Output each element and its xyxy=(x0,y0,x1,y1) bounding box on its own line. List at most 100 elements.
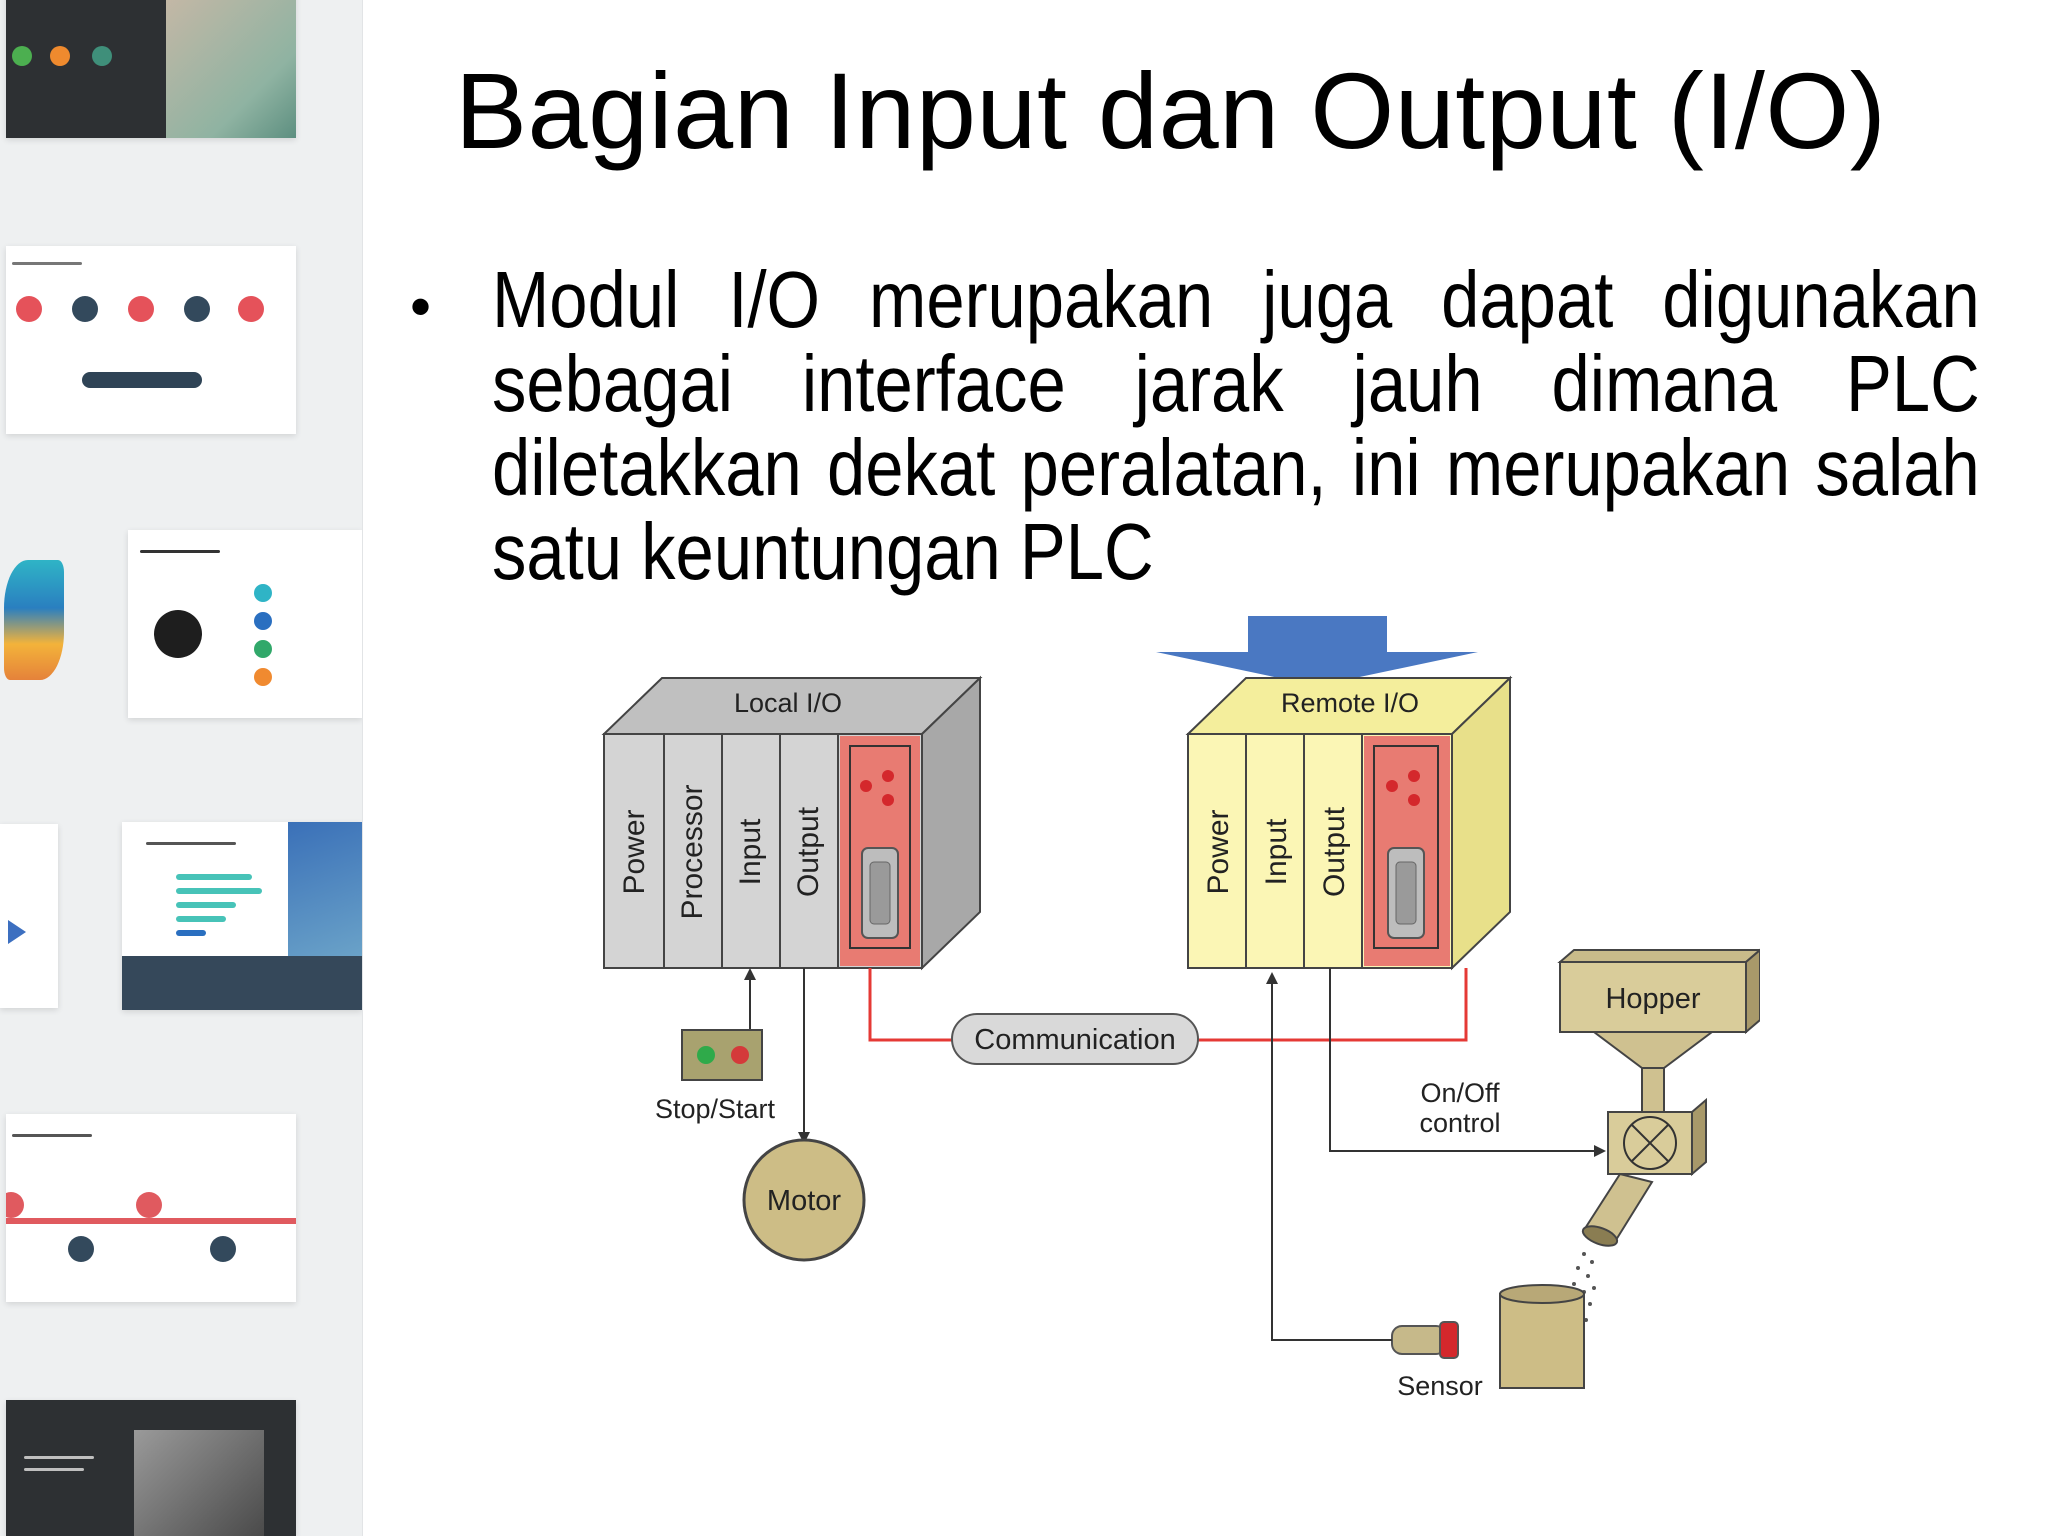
led-icon xyxy=(860,780,872,792)
motor-icon xyxy=(742,1138,866,1262)
sensor-icon xyxy=(1391,1325,1447,1355)
thumb-dot xyxy=(6,1192,24,1218)
bullet-text: Modul I/O merupakan juga dapat digunakan… xyxy=(492,255,1980,596)
thumb-dot xyxy=(210,1236,236,1262)
thumbnail-5[interactable] xyxy=(6,1114,296,1302)
thumbnail-3[interactable] xyxy=(128,530,362,718)
thumb-dot xyxy=(136,1192,162,1218)
connector-pins xyxy=(1395,861,1417,925)
local-io-header: Local I/O xyxy=(734,688,842,718)
thumb-dot xyxy=(238,296,264,322)
communication-label: Communication xyxy=(974,1024,1175,1056)
thumb-heading xyxy=(140,550,220,553)
panel-frame xyxy=(1373,745,1439,949)
thumb-layer-shape xyxy=(4,560,64,680)
sensor-label: Sensor xyxy=(1397,1371,1483,1401)
thumb-button xyxy=(82,372,202,388)
led-icon xyxy=(882,770,894,782)
arrowhead-icon xyxy=(1266,972,1278,984)
local-module-input: Input xyxy=(734,818,767,885)
thumb-heading xyxy=(12,1134,92,1137)
local-io-rack: Local I/O Power Processor Input Output xyxy=(601,675,983,971)
thumbnail-4b xyxy=(0,824,58,1008)
thumb-bar xyxy=(176,916,226,922)
motor-label: Motor xyxy=(767,1185,841,1217)
led-icon xyxy=(1408,794,1420,806)
thumb-photo xyxy=(134,1430,264,1536)
onoff-label-1: On/Off xyxy=(1420,1078,1500,1108)
thumb-dot xyxy=(16,296,42,322)
thumbnail-6[interactable] xyxy=(6,1400,296,1536)
arrowhead-icon xyxy=(744,968,756,980)
thumb-heading xyxy=(24,1456,94,1459)
thumb-heading xyxy=(146,842,236,845)
thumbnail-2[interactable] xyxy=(6,246,296,434)
arrowhead-icon xyxy=(798,1132,810,1144)
arrowhead-icon xyxy=(1594,1145,1606,1157)
valve-icon xyxy=(1623,1116,1677,1170)
remote-io-diagram: Local I/O Power Processor Input Output R… xyxy=(601,616,1760,1401)
container-rim xyxy=(1499,1284,1585,1304)
thumbnail-1[interactable] xyxy=(6,0,296,138)
stop-button-icon xyxy=(731,1046,749,1064)
hopper-box-side xyxy=(1745,948,1760,1035)
communication-label-box xyxy=(951,1013,1199,1065)
thumb-dot xyxy=(254,612,272,630)
thumb-dot xyxy=(50,46,70,66)
remote-module-output: Output xyxy=(1318,806,1351,897)
connector-pins xyxy=(869,861,891,925)
thumb-dot xyxy=(128,296,154,322)
hopper-chute xyxy=(1641,1067,1665,1113)
thumbnail-sidebar xyxy=(0,0,363,1536)
thumb-timeline xyxy=(6,1218,296,1224)
valve-output-line xyxy=(1329,968,1600,1152)
thumb-bar xyxy=(176,888,262,894)
thumb-heading xyxy=(12,262,82,265)
led-icon xyxy=(1386,780,1398,792)
bullet-marker: • xyxy=(410,273,432,340)
thumbnail-4[interactable] xyxy=(122,822,362,1010)
arrow-down-icon xyxy=(1156,616,1478,686)
thumb-big-dot xyxy=(154,610,202,658)
slide-title: Bagian Input dan Output (I/O) xyxy=(455,50,1887,171)
thumb-bar xyxy=(176,902,236,908)
start-button-icon xyxy=(697,1046,715,1064)
thumb-dot xyxy=(184,296,210,322)
stop-start-switch xyxy=(681,1029,763,1081)
thumb-bar xyxy=(176,930,206,936)
hopper-funnel xyxy=(1591,1031,1715,1069)
thumb-dot xyxy=(254,668,272,686)
remote-io-rack: Remote I/O Power Input Output xyxy=(1185,675,1513,971)
thumb-arrow-icon xyxy=(8,920,26,944)
remote-module-input: Input xyxy=(1260,818,1293,885)
container-icon xyxy=(1499,1293,1585,1389)
local-module-output: Output xyxy=(792,806,825,897)
remote-io-header: Remote I/O xyxy=(1281,688,1419,718)
led-icon xyxy=(1408,770,1420,782)
thumb-dot xyxy=(12,46,32,66)
thumb-footer xyxy=(122,956,362,1010)
sensor-lens xyxy=(1439,1321,1459,1359)
thumb-photo xyxy=(166,0,296,138)
local-module-power: Power xyxy=(618,809,651,894)
thumb-dot xyxy=(72,296,98,322)
hopper-box xyxy=(1559,961,1747,1033)
hopper-label: Hopper xyxy=(1605,983,1700,1015)
onoff-label-2: control xyxy=(1419,1108,1500,1138)
stop-start-label: Stop/Start xyxy=(655,1094,776,1124)
spout-opening xyxy=(1581,1225,1619,1247)
valve-cross xyxy=(1631,1124,1669,1162)
thumb-dot xyxy=(68,1236,94,1262)
thumb-dot xyxy=(254,584,272,602)
valve-side xyxy=(1691,1097,1707,1177)
thumb-heading xyxy=(24,1468,84,1471)
thumb-bar xyxy=(176,874,252,880)
panel-frame xyxy=(849,745,911,949)
hopper-box-top xyxy=(1557,949,1760,963)
local-module-processor: Processor xyxy=(676,784,709,919)
remote-module-power: Power xyxy=(1202,809,1235,894)
thumb-dot xyxy=(254,640,272,658)
thumb-dot xyxy=(92,46,112,66)
thumb-photo xyxy=(288,822,362,956)
sensor-input-line xyxy=(1271,976,1392,1341)
